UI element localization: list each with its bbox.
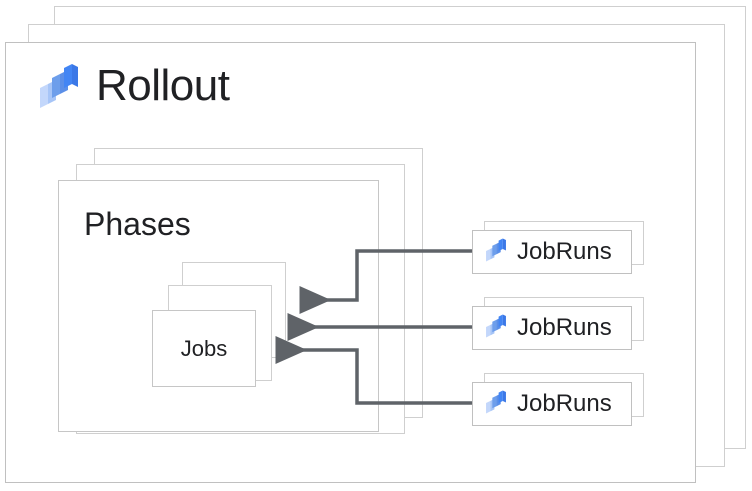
cloud-deploy-logo-icon	[485, 389, 507, 419]
jobruns-card-front-1[interactable]: JobRuns	[472, 230, 632, 274]
jobs-card-front	[152, 310, 256, 387]
jobruns-label-3: JobRuns	[517, 390, 612, 417]
cloud-deploy-logo-icon	[38, 64, 80, 108]
jobruns-card-front-2[interactable]: JobRuns	[472, 306, 632, 350]
jobs-label: Jobs	[180, 335, 228, 361]
jobruns-card-front-3[interactable]: JobRuns	[472, 382, 632, 426]
jobruns-label-2: JobRuns	[517, 314, 612, 341]
page-title: Rollout	[96, 61, 230, 110]
cloud-deploy-logo-icon	[485, 313, 507, 343]
jobruns-label-1: JobRuns	[517, 238, 612, 265]
phases-label: Phases	[84, 206, 191, 242]
cloud-deploy-logo-icon	[485, 237, 507, 267]
rollout-header: Rollout	[38, 61, 230, 110]
